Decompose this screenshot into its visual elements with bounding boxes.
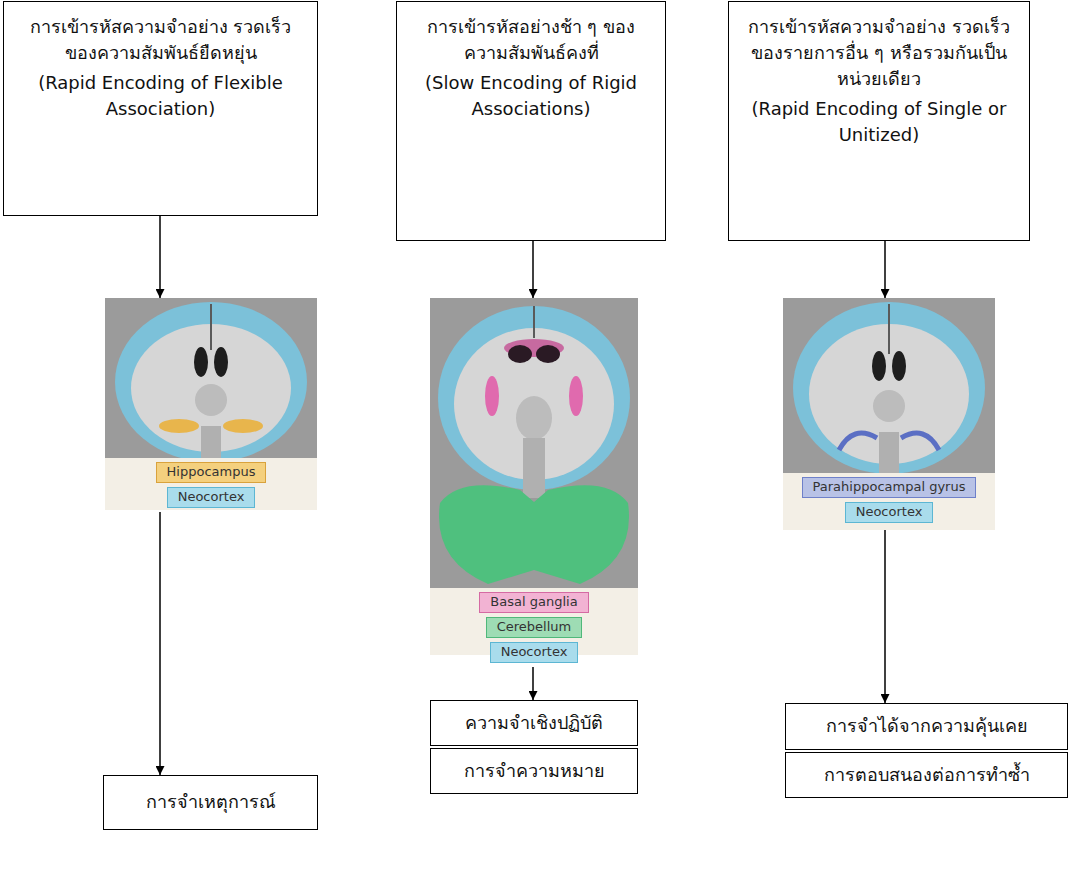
brain-region-panel: Basal gangliaCerebellumNeocortex — [430, 298, 638, 667]
arrow-connector — [159, 216, 161, 298]
box-text: การเข้ารหัสอย่างช้า ๆ ของความสัมพันธ์คงท… — [409, 14, 653, 66]
arrow-connector — [532, 241, 534, 298]
region-label: Basal ganglia — [479, 592, 588, 613]
encoding-box: การเข้ารหัสความจำอย่าง รวดเร็วของความสัม… — [3, 1, 318, 216]
memory-type-box: การจำเหตุการณ์ — [103, 775, 318, 830]
arrow-connector — [532, 667, 534, 700]
box-text: (Rapid Encoding of Single or Unitized) — [741, 96, 1017, 148]
region-label: Hippocampus — [156, 462, 267, 483]
box-text: ความจำเชิงปฏิบัติ — [465, 711, 603, 735]
box-text: การตอบสนองต่อการทำซ้ำ — [824, 763, 1030, 787]
box-text: การจำความหมาย — [464, 759, 605, 783]
region-label: Neocortex — [490, 642, 579, 663]
arrow-connector — [884, 530, 886, 703]
box-text: การเข้ารหัสความจำอย่าง รวดเร็วของความสัม… — [16, 14, 305, 66]
region-label: Cerebellum — [486, 617, 583, 638]
region-label: Neocortex — [845, 502, 934, 523]
arrow-connector — [884, 241, 886, 298]
encoding-box: การเข้ารหัสอย่างช้า ๆ ของความสัมพันธ์คงท… — [396, 1, 666, 241]
memory-type-box: ความจำเชิงปฏิบัติ — [430, 700, 638, 746]
box-text: การเข้ารหัสความจำอย่าง รวดเร็วของรายการอ… — [741, 14, 1017, 92]
box-text: การจำเหตุการณ์ — [146, 790, 276, 814]
box-text: (Slow Encoding of Rigid Associations) — [409, 70, 653, 122]
box-text: (Rapid Encoding of Flexible Association) — [16, 70, 305, 122]
memory-type-box: การจำได้จากความคุ้นเคย — [785, 703, 1068, 750]
encoding-box: การเข้ารหัสความจำอย่าง รวดเร็วของรายการอ… — [728, 1, 1030, 241]
memory-type-box: การจำความหมาย — [430, 748, 638, 794]
brain-region-panel: HippocampusNeocortex — [105, 298, 317, 512]
brain-region-panel: Parahippocampal gyrusNeocortex — [783, 298, 995, 530]
region-label: Parahippocampal gyrus — [802, 477, 977, 498]
arrow-connector — [159, 512, 161, 775]
memory-type-box: การตอบสนองต่อการทำซ้ำ — [785, 752, 1068, 798]
region-label: Neocortex — [167, 487, 256, 508]
box-text: การจำได้จากความคุ้นเคย — [826, 714, 1028, 738]
